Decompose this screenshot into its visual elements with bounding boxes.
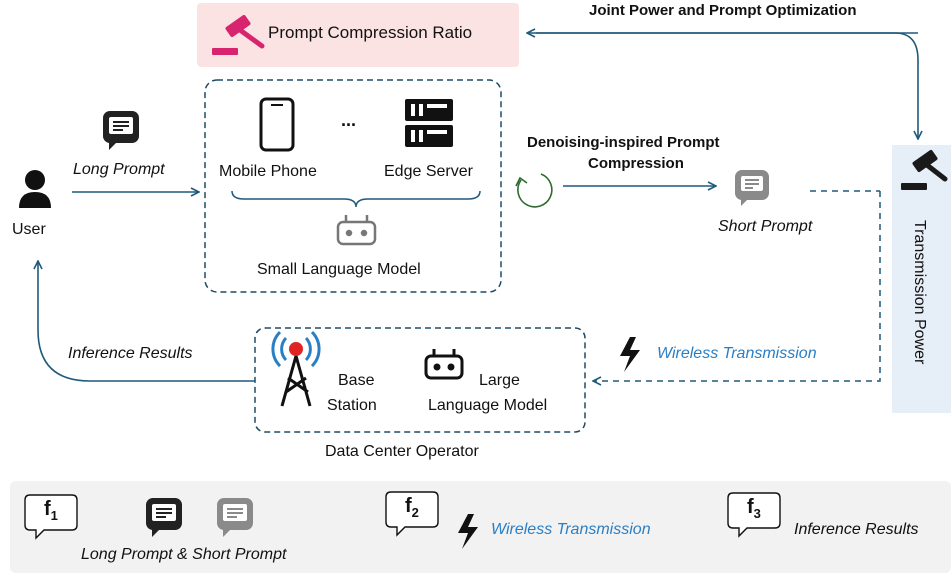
chat-icon-legend-short bbox=[217, 498, 253, 537]
lightning-icon bbox=[620, 337, 640, 372]
antenna-icon bbox=[271, 330, 321, 407]
long-prompt-label: Long Prompt bbox=[73, 161, 165, 178]
large-model-label-line2: Language Model bbox=[428, 397, 548, 414]
joint-optimization-arrow bbox=[536, 32, 918, 138]
lightning-icon-legend bbox=[458, 514, 478, 549]
robot-icon-small bbox=[336, 215, 377, 246]
f1-label: f bbox=[44, 498, 51, 520]
f2-badge-outline bbox=[385, 491, 439, 537]
denoising-label-line1: Denoising-inspired Prompt bbox=[527, 134, 720, 151]
f2-sub: 2 bbox=[411, 505, 419, 520]
user-label: User bbox=[12, 221, 46, 238]
small-model-label: Small Language Model bbox=[257, 261, 421, 278]
gavel-icon-power bbox=[901, 149, 948, 190]
f3-sub: 3 bbox=[753, 506, 761, 521]
base-station-label-line1: Base bbox=[338, 372, 375, 389]
inference-return-arrow bbox=[38, 262, 255, 382]
wireless-transmission-label: Wireless Transmission bbox=[657, 345, 817, 362]
robot-icon-large bbox=[424, 349, 464, 380]
mobile-phone-label: Mobile Phone bbox=[219, 163, 317, 180]
f1-badge-outline bbox=[24, 494, 78, 540]
legend-f3-text: Inference Results bbox=[794, 521, 919, 538]
f3-label: f bbox=[747, 496, 754, 518]
denoising-label-line2: Compression bbox=[588, 155, 684, 172]
server-icon bbox=[405, 99, 453, 147]
f2-label: f bbox=[405, 495, 412, 517]
f2-badge: f2 bbox=[391, 492, 437, 526]
chat-icon-legend-long bbox=[146, 498, 182, 537]
chat-icon-long bbox=[103, 111, 139, 150]
user-icon bbox=[19, 170, 51, 208]
edge-server-label: Edge Server bbox=[384, 163, 473, 180]
datacenter-box bbox=[254, 327, 586, 433]
refresh-icon bbox=[515, 173, 553, 208]
compression-ratio-label: Prompt Compression Ratio bbox=[268, 23, 473, 42]
f3-badge: f3 bbox=[733, 493, 779, 527]
wireless-dashed-path bbox=[594, 191, 881, 381]
inference-results-label: Inference Results bbox=[68, 345, 193, 362]
phone-icon bbox=[259, 97, 295, 152]
device-ellipsis: ... bbox=[341, 110, 357, 130]
device-group-box bbox=[204, 79, 502, 293]
large-model-label-line1: Large bbox=[479, 372, 520, 389]
short-prompt-label: Short Prompt bbox=[718, 218, 813, 235]
f1-badge: f1 bbox=[30, 495, 76, 529]
base-station-label-line2: Station bbox=[327, 397, 377, 414]
legend-f2-text: Wireless Transmission bbox=[491, 521, 651, 538]
f3-badge-outline bbox=[727, 492, 781, 538]
f1-sub: 1 bbox=[50, 508, 58, 523]
legend-f1-text: Long Prompt & Short Prompt bbox=[81, 546, 287, 563]
transmission-power-label: Transmission Power bbox=[911, 220, 928, 365]
joint-optimization-label: Joint Power and Prompt Optimization bbox=[589, 2, 857, 19]
device-bracket bbox=[231, 190, 481, 208]
chat-icon-short bbox=[735, 170, 769, 206]
gavel-icon bbox=[212, 14, 265, 55]
datacenter-operator-label: Data Center Operator bbox=[325, 443, 479, 460]
